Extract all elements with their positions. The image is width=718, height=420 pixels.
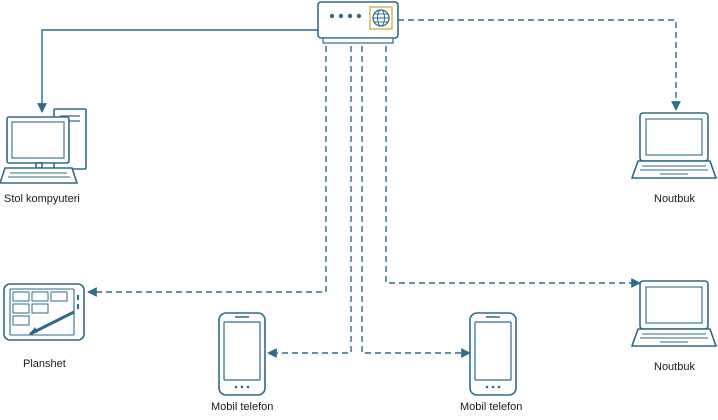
edge-router-phone-right: [361, 46, 471, 358]
laptop-top-label: Noutbuk: [654, 193, 695, 205]
mobile-phone-icon: [218, 312, 266, 396]
edge-router-phone-left: [267, 46, 352, 358]
edge-router-laptop-top: [398, 19, 681, 111]
phone-left-label: Mobil telefon: [211, 401, 274, 413]
mobile-phone-icon: [469, 312, 517, 396]
edge-router-laptop-bottom: [385, 46, 641, 288]
phone-right-label: Mobil telefon: [460, 401, 523, 413]
edge-router-tablet: [87, 46, 327, 297]
laptop-icon: [630, 280, 718, 347]
desktop-label: Stol kompyuteri: [4, 193, 80, 205]
tablet-icon: [3, 283, 85, 341]
desktop-computer-icon: [0, 108, 87, 184]
router-icon: [317, 1, 399, 44]
globe-icon: [369, 6, 393, 30]
edge-router-desktop: [37, 29, 318, 113]
laptop-icon: [630, 112, 718, 179]
connection-lines: [37, 19, 681, 358]
tablet-label: Planshet: [23, 358, 66, 370]
laptop-bottom-label: Noutbuk: [654, 361, 695, 373]
